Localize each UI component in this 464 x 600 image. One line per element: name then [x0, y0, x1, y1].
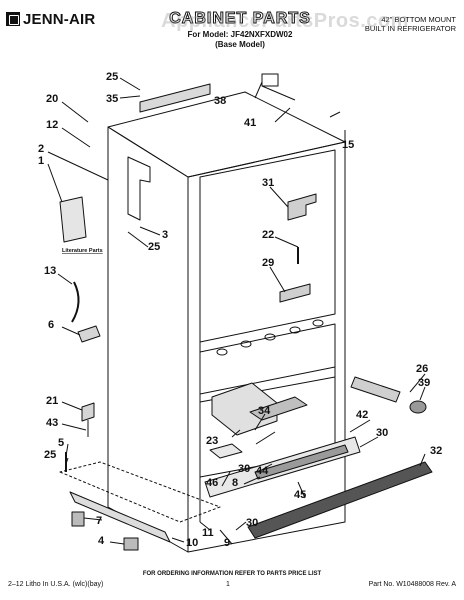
cabinet-side-face: [187, 141, 346, 553]
callout-9: 9: [224, 537, 230, 549]
callout-3: 3: [162, 229, 168, 241]
callout-26: 26: [416, 363, 428, 375]
base-model-label: (Base Model): [215, 40, 265, 49]
lower-bracket: [209, 443, 243, 459]
callout-20: 20: [46, 93, 58, 105]
callout-43: 43: [46, 417, 58, 429]
part-number: Part No. W10488008 Rev. A: [368, 581, 456, 588]
callout-44: 44: [256, 465, 269, 477]
page-number: 1: [226, 581, 230, 588]
callout-11: 11: [202, 527, 214, 539]
callout-41: 41: [244, 117, 256, 129]
side-bracket: [127, 156, 151, 221]
callout-42: 42: [356, 409, 368, 421]
brand-logo: JENN-AIR: [6, 10, 102, 28]
footer: 2–12 Litho In U.S.A. (wlc)(bay) 1 Part N…: [0, 581, 464, 597]
freezer-rail: [249, 396, 308, 421]
mount-bracket: [81, 402, 95, 422]
callout-30: 30: [376, 427, 388, 439]
filter-housing: [350, 376, 401, 403]
product-description: 42" BOTTOM MOUNT BUILT IN REFRIGERATOR: [316, 15, 456, 33]
callout-22: 22: [262, 229, 274, 241]
callout-25: 25: [106, 71, 118, 83]
filter-cap: [409, 400, 427, 414]
callout-13: 13: [44, 265, 56, 277]
callout-21: 21: [46, 395, 58, 407]
callout-5: 5: [58, 437, 64, 449]
brand-mark-icon: [6, 12, 20, 26]
page-title: CABINET PARTS: [169, 10, 311, 28]
callout-29: 29: [262, 257, 274, 269]
callout-25: 25: [44, 449, 56, 461]
literature-label: Literature Parts: [62, 248, 103, 254]
callout-30: 30: [238, 463, 250, 475]
model-number: For Model: JF42NXFXDW02: [187, 30, 293, 39]
roller-assembly: [123, 537, 139, 551]
brand-name: JENN-AIR: [23, 10, 96, 28]
front-trim-bar: [247, 461, 433, 539]
callout-35: 35: [106, 93, 118, 105]
callout-8: 8: [232, 477, 238, 489]
grille-slots: [254, 444, 349, 480]
callout-31: 31: [262, 177, 274, 189]
callout-46: 46: [206, 477, 218, 489]
diagram-canvas: Literature Parts 25352038411215213132522…: [38, 71, 442, 553]
top-hinge-bracket: [261, 73, 279, 87]
base-frame: [59, 461, 221, 523]
watermark: AppliancePartsPros.com: [161, 10, 409, 32]
ordering-note: FOR ORDERING INFORMATION REFER TO PARTS …: [142, 571, 322, 577]
callout-12: 12: [46, 119, 58, 131]
callout-10: 10: [186, 537, 198, 549]
callout-32: 32: [430, 445, 442, 457]
callout-34: 34: [258, 405, 271, 417]
description-line-2: BUILT IN REFRIGERATOR: [364, 24, 456, 33]
callout-25: 25: [148, 241, 160, 253]
callout-4: 4: [98, 535, 105, 547]
literature-booklet: [59, 196, 87, 243]
base-rail: [69, 491, 171, 543]
callout-23: 23: [206, 435, 218, 447]
callout-39: 39: [418, 377, 430, 389]
leveling-foot-front: [71, 511, 85, 527]
callout-30: 30: [246, 517, 258, 529]
middle-hinge: [279, 283, 311, 303]
upper-hinge: [287, 193, 317, 221]
callout-15: 15: [342, 139, 354, 151]
callout-7: 7: [96, 515, 102, 527]
callout-38: 38: [214, 95, 226, 107]
callout-45: 45: [294, 489, 306, 501]
tube-clip: [77, 325, 101, 343]
header: JENN-AIR CABINET PARTS For Model: JF42NX…: [0, 0, 464, 52]
cabinet-front-face: [107, 126, 189, 553]
freezer-slide-assembly: [211, 382, 278, 436]
callout-2: 2: [38, 143, 44, 155]
litho-note: 2–12 Litho In U.S.A. (wlc)(bay): [8, 581, 104, 588]
drain-tube: [71, 281, 80, 323]
description-line-1: 42" BOTTOM MOUNT: [381, 15, 456, 24]
callout-1: 1: [38, 155, 44, 167]
rear-top-panel: [139, 83, 211, 113]
callout-6: 6: [48, 319, 54, 331]
